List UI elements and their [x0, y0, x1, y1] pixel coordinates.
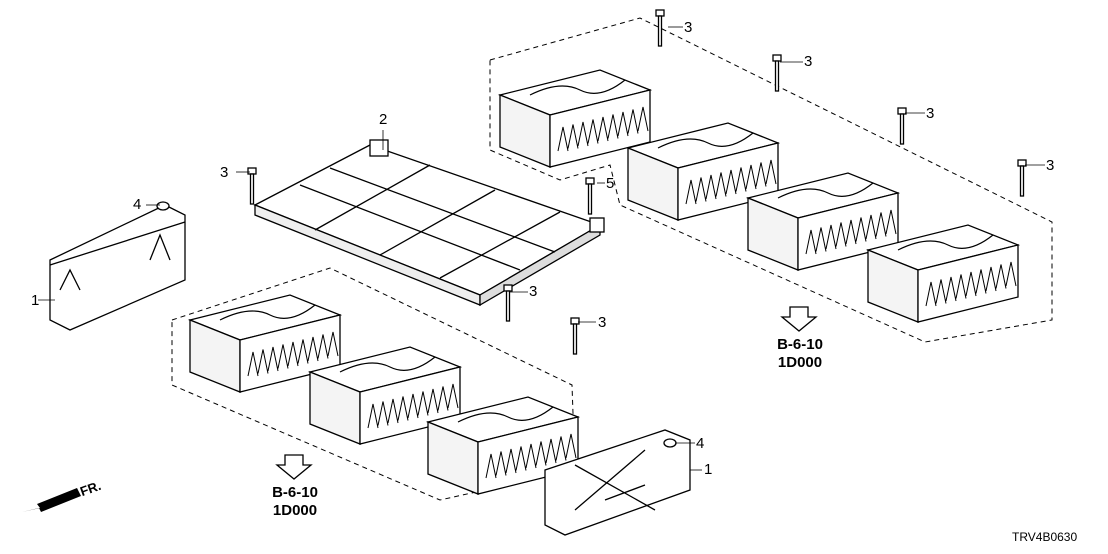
callout-3: 3 [598, 314, 607, 331]
leader-lines [38, 26, 1045, 471]
front-direction-arrow-icon [22, 488, 81, 512]
reference-code: 1D000 [272, 502, 318, 519]
callout-4: 4 [696, 435, 705, 452]
bolt-icon [247, 167, 257, 205]
battery-module [625, 122, 781, 221]
group-outlines [171, 17, 1053, 501]
callout-1: 1 [31, 292, 40, 309]
battery-module [865, 224, 1021, 323]
bolt-icon [772, 54, 782, 92]
callout-2: 2 [379, 111, 388, 128]
bolt-icon [503, 284, 513, 322]
battery-module [425, 396, 581, 495]
bolt-icon [1017, 159, 1027, 197]
diagram-code: TRV4B0630 [1012, 530, 1078, 544]
reference-link[interactable]: B-6-10 1D000 [260, 484, 330, 520]
bolt-icon [655, 9, 665, 47]
bolt-icon [585, 177, 595, 215]
callout-3: 3 [926, 105, 935, 122]
bracket-left [49, 201, 186, 331]
reference-link[interactable]: B-6-10 1D000 [765, 336, 835, 372]
bolt-icon [897, 107, 907, 145]
bolt-icon [570, 317, 580, 355]
callout-3: 3 [529, 283, 538, 300]
battery-module [497, 69, 653, 168]
battery-module [745, 172, 901, 271]
callout-1: 1 [704, 461, 713, 478]
lower-module-group-outline [171, 267, 576, 501]
callout-5: 5 [606, 175, 615, 192]
down-arrow-icon [780, 306, 818, 332]
bracket-right [544, 429, 691, 536]
reference-code: 1D000 [777, 354, 823, 371]
down-arrow-icon [275, 454, 313, 480]
upper-module-group-outline [489, 17, 1053, 343]
battery-tray [253, 139, 605, 307]
callout-3: 3 [804, 53, 813, 70]
callout-3: 3 [220, 164, 229, 181]
reference-page: B-6-10 [272, 484, 318, 501]
reference-page: B-6-10 [777, 336, 823, 353]
callout-3: 3 [1046, 157, 1055, 174]
callout-3: 3 [684, 19, 693, 36]
callout-4: 4 [133, 196, 142, 213]
